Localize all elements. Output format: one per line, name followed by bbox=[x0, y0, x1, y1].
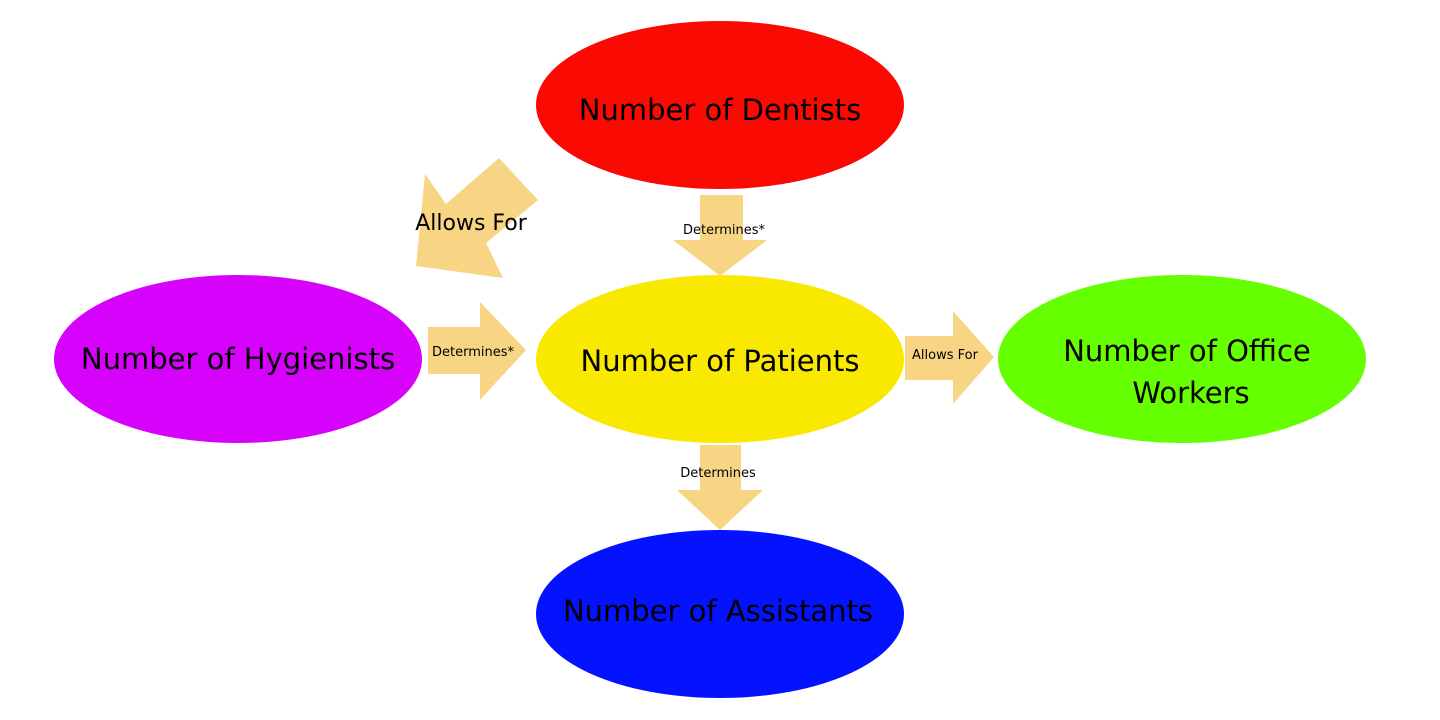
node-assistants-label: Number of Assistants bbox=[563, 594, 873, 628]
node-dentists[interactable]: Number of Dentists bbox=[536, 21, 904, 189]
edge-label-dentists-to-patients: Determines* bbox=[683, 223, 766, 238]
arrow-patients-to-office bbox=[905, 311, 994, 404]
node-dentists-label: Number of Dentists bbox=[579, 93, 861, 127]
edge-label-patients-to-office: Allows For bbox=[912, 348, 979, 363]
node-office-workers-label-line1: Number of Office bbox=[1063, 334, 1311, 368]
node-dentists-shape bbox=[536, 21, 904, 189]
node-office-workers-shape bbox=[998, 275, 1366, 443]
node-hygienists-label: Number of Hygienists bbox=[81, 342, 395, 376]
node-assistants[interactable]: Number of Assistants bbox=[536, 530, 904, 698]
node-patients-label: Number of Patients bbox=[581, 344, 860, 378]
node-office-workers[interactable]: Number of Office Workers bbox=[998, 275, 1366, 443]
arrow-dentists-to-hygienists bbox=[416, 158, 538, 278]
arrow-patients-to-assistants bbox=[677, 445, 763, 530]
node-patients[interactable]: Number of Patients bbox=[536, 275, 904, 443]
arrow-hygienists-to-patients bbox=[428, 302, 526, 400]
node-hygienists-shape bbox=[54, 275, 422, 443]
arrow-dentists-to-patients bbox=[673, 195, 767, 276]
node-hygienists[interactable]: Number of Hygienists bbox=[54, 275, 422, 443]
edge-label-dentists-to-hygienists: Allows For bbox=[415, 211, 528, 236]
edge-label-hygienists-to-patients: Determines* bbox=[432, 345, 515, 360]
node-assistants-shape bbox=[536, 530, 904, 698]
node-office-workers-label-line2: Workers bbox=[1132, 376, 1249, 410]
edge-label-patients-to-assistants: Determines bbox=[680, 466, 756, 481]
node-patients-shape bbox=[536, 275, 904, 443]
